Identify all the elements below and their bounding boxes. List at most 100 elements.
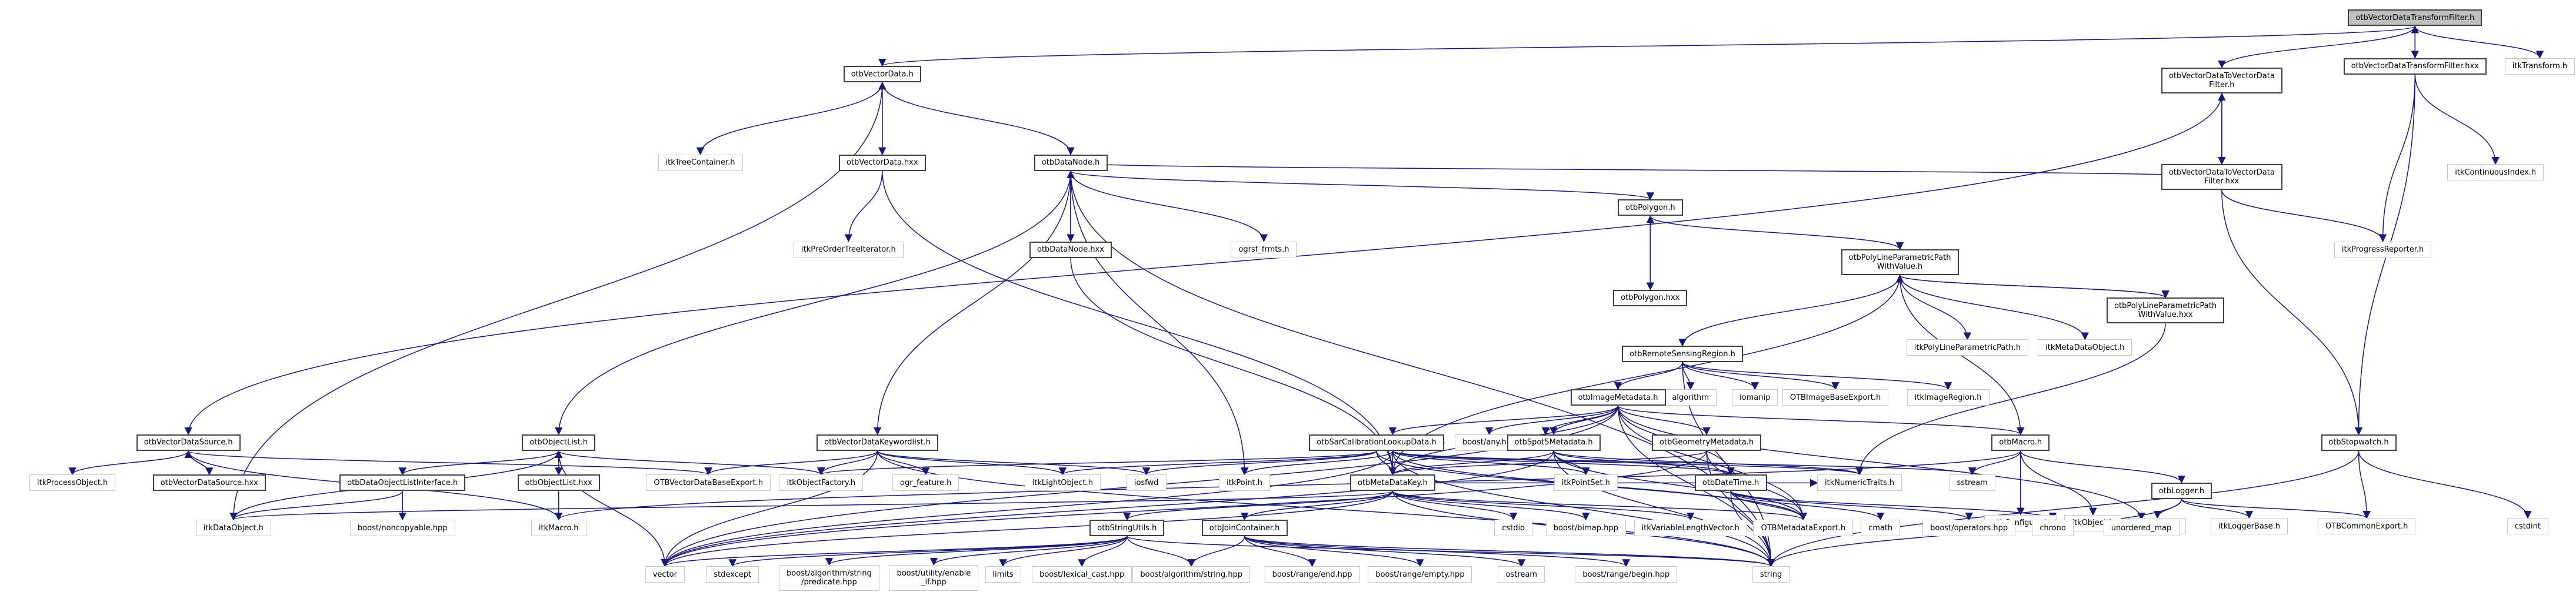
edge-spot5_h-to-vector (661, 450, 1554, 567)
node-itkdataobject[interactable]: itkDataObject.h (195, 520, 271, 536)
edge-vd_h-to-dn_h (882, 82, 1075, 156)
node-itknumerictraits[interactable]: itkNumericTraits.h (1817, 474, 1902, 491)
edge-mdk_h-to-join_h (1240, 491, 1394, 521)
node-plpp-hxx[interactable]: otbPolyLineParametricPath WithValue.hxx (2107, 297, 2225, 324)
node-operators[interactable]: boost/operators.hpp (1922, 520, 2016, 536)
node-root[interactable]: otbVectorDataTransformFilter.h (2348, 9, 2482, 26)
edge-geom_h-to-vector (661, 450, 1707, 567)
node-iosfwd[interactable]: iosfwd (1126, 474, 1167, 491)
edge-vdkw_h-to-OTBVDBaseExport (704, 450, 878, 476)
node-sstream[interactable]: sstream (1949, 474, 1995, 491)
edge-datetime_h-to-operators (1730, 490, 1973, 521)
node-itkpointset[interactable]: itkPointSet.h (1554, 474, 1618, 491)
node-poly-h[interactable]: otbPolygon.h (1617, 199, 1683, 216)
node-itklightobject[interactable]: itkLightObject.h (1024, 474, 1101, 491)
node-itkobjectfactory[interactable]: itkObjectFactory.h (779, 474, 864, 491)
node-cmath[interactable]: cmath (1861, 520, 1901, 536)
node-itkprogressreporter[interactable]: itkProgressReporter.h (2334, 241, 2432, 258)
node-vds-hxx[interactable]: otbVectorDataSource.hxx (152, 474, 266, 491)
node-enable-if[interactable]: boost/utility/enable _if.hpp (889, 565, 979, 591)
node-predicate[interactable]: boost/algorithm/string /predicate.hpp (778, 565, 879, 591)
node-algstring[interactable]: boost/algorithm/string.hpp (1132, 566, 1251, 583)
node-ostream[interactable]: ostream (1498, 566, 1545, 583)
node-itkcontinuousindex[interactable]: itkContinuousIndex.h (2447, 164, 2544, 181)
node-cstdio[interactable]: cstdio (1494, 520, 1533, 536)
node-otbcommonexport[interactable]: OTBCommonExport.h (2318, 518, 2416, 535)
edge-datetime_h-to-cmath (1730, 491, 1885, 521)
node-itkvlv[interactable]: itkVariableLengthVector.h (1634, 520, 1747, 536)
edge-macro_h-to-itkObject (2020, 450, 2097, 516)
node-imd-h[interactable]: otbImageMetadata.h (1570, 389, 1666, 406)
node-otbimagebaseexport[interactable]: OTBImageBaseExport.h (1782, 389, 1889, 406)
node-vds-h[interactable]: otbVectorDataSource.h (136, 434, 241, 451)
node-ogrsf[interactable]: ogrsf_frmts.h (1231, 241, 1297, 258)
node-doli-h[interactable]: otbDataObjectListInterface.h (339, 474, 466, 491)
node-itktransform[interactable]: itkTransform.h (2505, 58, 2575, 75)
node-algorithm[interactable]: algorithm (1664, 389, 1717, 406)
node-otbmetadataexport[interactable]: OTBMetadataExport.h (1753, 520, 1854, 536)
edge-dn_h-to-ol_h (554, 170, 1071, 436)
edge-geom_h-to-string (1706, 450, 1775, 567)
node-vd-h[interactable]: otbVectorData.h (843, 66, 921, 83)
node-unordered-map[interactable]: unordered_map (2103, 520, 2180, 536)
node-macro-h[interactable]: otbMacro.h (1991, 434, 2050, 451)
node-limits[interactable]: limits (985, 566, 1021, 583)
node-itkloggerbase[interactable]: itkLoggerBase.h (2210, 518, 2288, 535)
node-range-begin[interactable]: boost/range/begin.hpp (1575, 566, 1678, 583)
edge-root-to-vd2vdf_h (2218, 26, 2416, 69)
node-itkmetadataobject[interactable]: itkMetaDataObject.h (2038, 339, 2132, 356)
node-join-h[interactable]: otbJoinContainer.h (1201, 520, 1288, 536)
node-logger-h[interactable]: otbLogger.h (2151, 483, 2212, 500)
edge-root-to-itkTransform (2414, 26, 2544, 59)
node-ol-h[interactable]: otbObjectList.h (522, 434, 596, 451)
node-vd-hxx[interactable]: otbVectorData.hxx (838, 154, 926, 171)
node-iomanip[interactable]: iomanip (1732, 389, 1778, 406)
node-ogr-feature[interactable]: ogr_feature.h (892, 474, 959, 491)
node-vd2vdf-h[interactable]: otbVectorDataToVectorData Filter.h (2161, 67, 2282, 93)
node-itkpoint[interactable]: itkPoint.h (1219, 474, 1271, 491)
node-spot5-h[interactable]: otbSpot5Metadata.h (1507, 434, 1601, 451)
edge-stringutils_h-to-lexical_cast (1078, 536, 1128, 567)
node-vdtf-hxx[interactable]: otbVectorDataTransformFilter.hxx (2343, 58, 2487, 75)
node-range-empty[interactable]: boost/range/empty.hpp (1368, 566, 1472, 583)
edge-macro_h-to-sstream (1968, 450, 2021, 476)
node-ol-hxx[interactable]: otbObjectList.hxx (517, 474, 600, 491)
edge-stopwatch_h-to-cstdint (2358, 450, 2532, 519)
node-vdkw-h[interactable]: otbVectorDataKeywordlist.h (817, 434, 939, 451)
node-stdexcept[interactable]: stdexcept (706, 566, 759, 583)
node-itkpolyline[interactable]: itkPolyLineParametricPath.h (1906, 339, 2028, 356)
node-mdk-h[interactable]: otbMetaDataKey.h (1349, 474, 1435, 491)
node-itktreecontainer[interactable]: itkTreeContainer.h (658, 154, 743, 171)
edge-vd_hxx-to-mdk_h (882, 170, 1397, 476)
node-chrono[interactable]: chrono (2032, 520, 2074, 536)
node-range-end[interactable]: boost/range/end.hpp (1264, 566, 1360, 583)
node-vd2vdf-hxx[interactable]: otbVectorDataToVectorData Filter.hxx (2161, 164, 2282, 190)
node-dn-hxx[interactable]: otbDataNode.hxx (1029, 241, 1112, 258)
node-itkimageregion[interactable]: itkImageRegion.h (1907, 389, 1990, 406)
node-sarcal-h[interactable]: otbSarCalibrationLookupData.h (1309, 434, 1445, 451)
node-plpp-h[interactable]: otbPolyLineParametricPath WithValue.h (1841, 249, 1959, 276)
edge-ol_h-to-itkObjectFactory (558, 450, 825, 476)
node-itkpreorder[interactable]: itkPreOrderTreeIterator.h (793, 241, 904, 258)
node-noncopyable[interactable]: boost/noncopyable.hpp (349, 520, 455, 536)
node-otbvdbaseexport[interactable]: OTBVectorDataBaseExport.h (646, 474, 771, 491)
node-bimap[interactable]: boost/bimap.hpp (1545, 520, 1626, 536)
node-rsr-h[interactable]: otbRemoteSensingRegion.h (1622, 346, 1744, 363)
edge-sar_h-to-datetime_h (1392, 450, 1735, 476)
node-poly-hxx[interactable]: otbPolygon.hxx (1613, 289, 1688, 306)
node-dn-h[interactable]: otbDataNode.h (1034, 154, 1108, 171)
edge-datetime_h-to-string (1730, 491, 1775, 567)
node-cstdint[interactable]: cstdint (2507, 518, 2548, 535)
node-lexical-cast[interactable]: boost/lexical_cast.hpp (1032, 566, 1132, 583)
node-itkprocessobject[interactable]: itkProcessObject.h (29, 474, 116, 491)
node-datetime-h[interactable]: otbDateTime.h (1694, 474, 1767, 491)
node-geom-h[interactable]: otbGeometryMetadata.h (1652, 434, 1762, 451)
node-string[interactable]: string (1752, 566, 1790, 583)
node-stopwatch-h[interactable]: otbStopwatch.h (2321, 434, 2397, 451)
node-itkmacro[interactable]: itkMacro.h (531, 520, 586, 536)
node-stringutils-h[interactable]: otbStringUtils.h (1089, 520, 1165, 536)
node-vector[interactable]: vector (645, 566, 685, 583)
edge-stringutils_h-to-stdexcept (728, 536, 1128, 567)
